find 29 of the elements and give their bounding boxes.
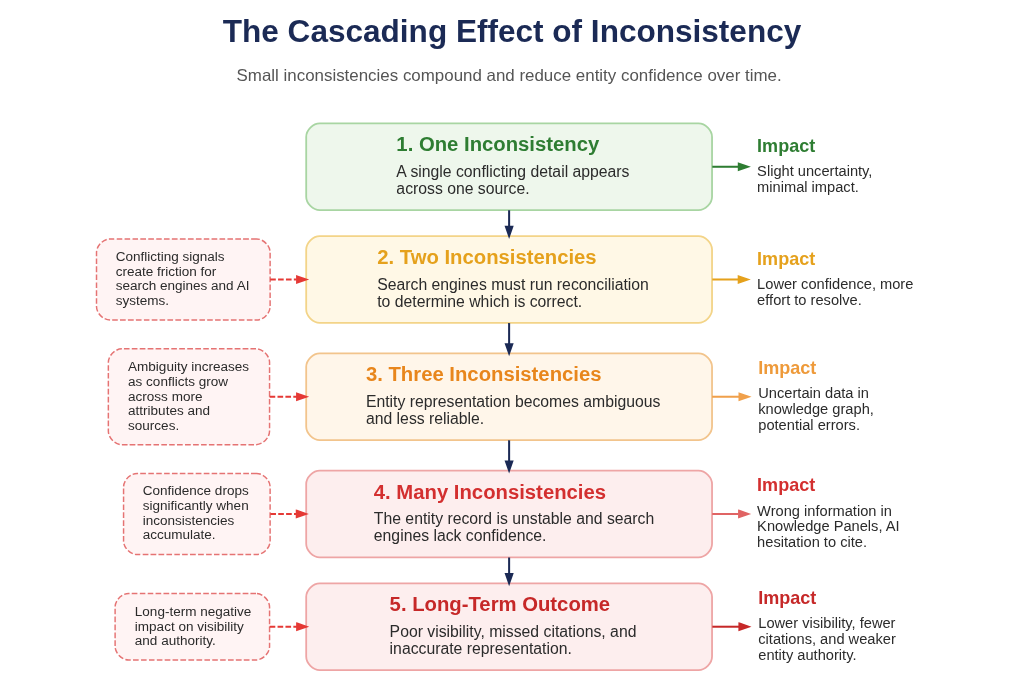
arrow bbox=[504, 323, 514, 357]
node-box: Conflicting signals create friction for search engines and AI systems. bbox=[95, 238, 271, 321]
arrow bbox=[711, 274, 751, 285]
node-box: Confidence drops significantly when inconsistencies accumulate. bbox=[122, 472, 271, 556]
node-box: 5. Long-Term Outcome Poor visibility, missed citations, and inaccurate representation. bbox=[304, 582, 713, 671]
node-text: Impact Wrong information in Knowledge Panels, AI hesitation to cite. bbox=[756, 475, 900, 551]
node-box: 2. Two Inconsistencies Search engines must run reconciliation to determine which is correct. bbox=[304, 235, 713, 324]
node-text: Impact Lower visibility, fewer citations, and weaker entity authority. bbox=[757, 587, 896, 663]
diagram-title: The Cascading Effect of Inconsistency bbox=[222, 12, 801, 49]
arrow bbox=[269, 622, 309, 632]
node-text: Impact Uncertain data in knowledge graph, potential errors. bbox=[757, 357, 874, 433]
node-box: Ambiguity increases as conflicts grow across more attributes and sources. bbox=[107, 348, 270, 446]
arrow bbox=[269, 509, 309, 519]
node-box: 4. Many Inconsistencies The entity record is unstable and search engines lack confidence. bbox=[304, 469, 713, 559]
arrow bbox=[711, 392, 752, 402]
arrow bbox=[711, 162, 751, 172]
arrow bbox=[504, 557, 514, 587]
label: Small inconsistencies compound and reduce entity confidence over time. bbox=[236, 66, 782, 86]
arrow bbox=[504, 440, 514, 474]
arrow bbox=[711, 509, 751, 519]
node-text: Impact Lower confidence, more effort to resolve. bbox=[756, 248, 913, 308]
arrow bbox=[269, 392, 309, 402]
arrow bbox=[711, 622, 751, 632]
arrow bbox=[504, 210, 514, 239]
node-box: 3. Three Inconsistencies Entity representation becomes ambiguous and less reliable. bbox=[304, 352, 713, 442]
node-box: Long-term negative impact on visibility and authority. bbox=[113, 592, 270, 661]
node-text: Impact Slight uncertainty, minimal impact. bbox=[756, 135, 872, 196]
node-box: 1. One Inconsistency A single conflicting detail appears across one source. bbox=[304, 122, 713, 212]
arrow bbox=[269, 274, 309, 285]
